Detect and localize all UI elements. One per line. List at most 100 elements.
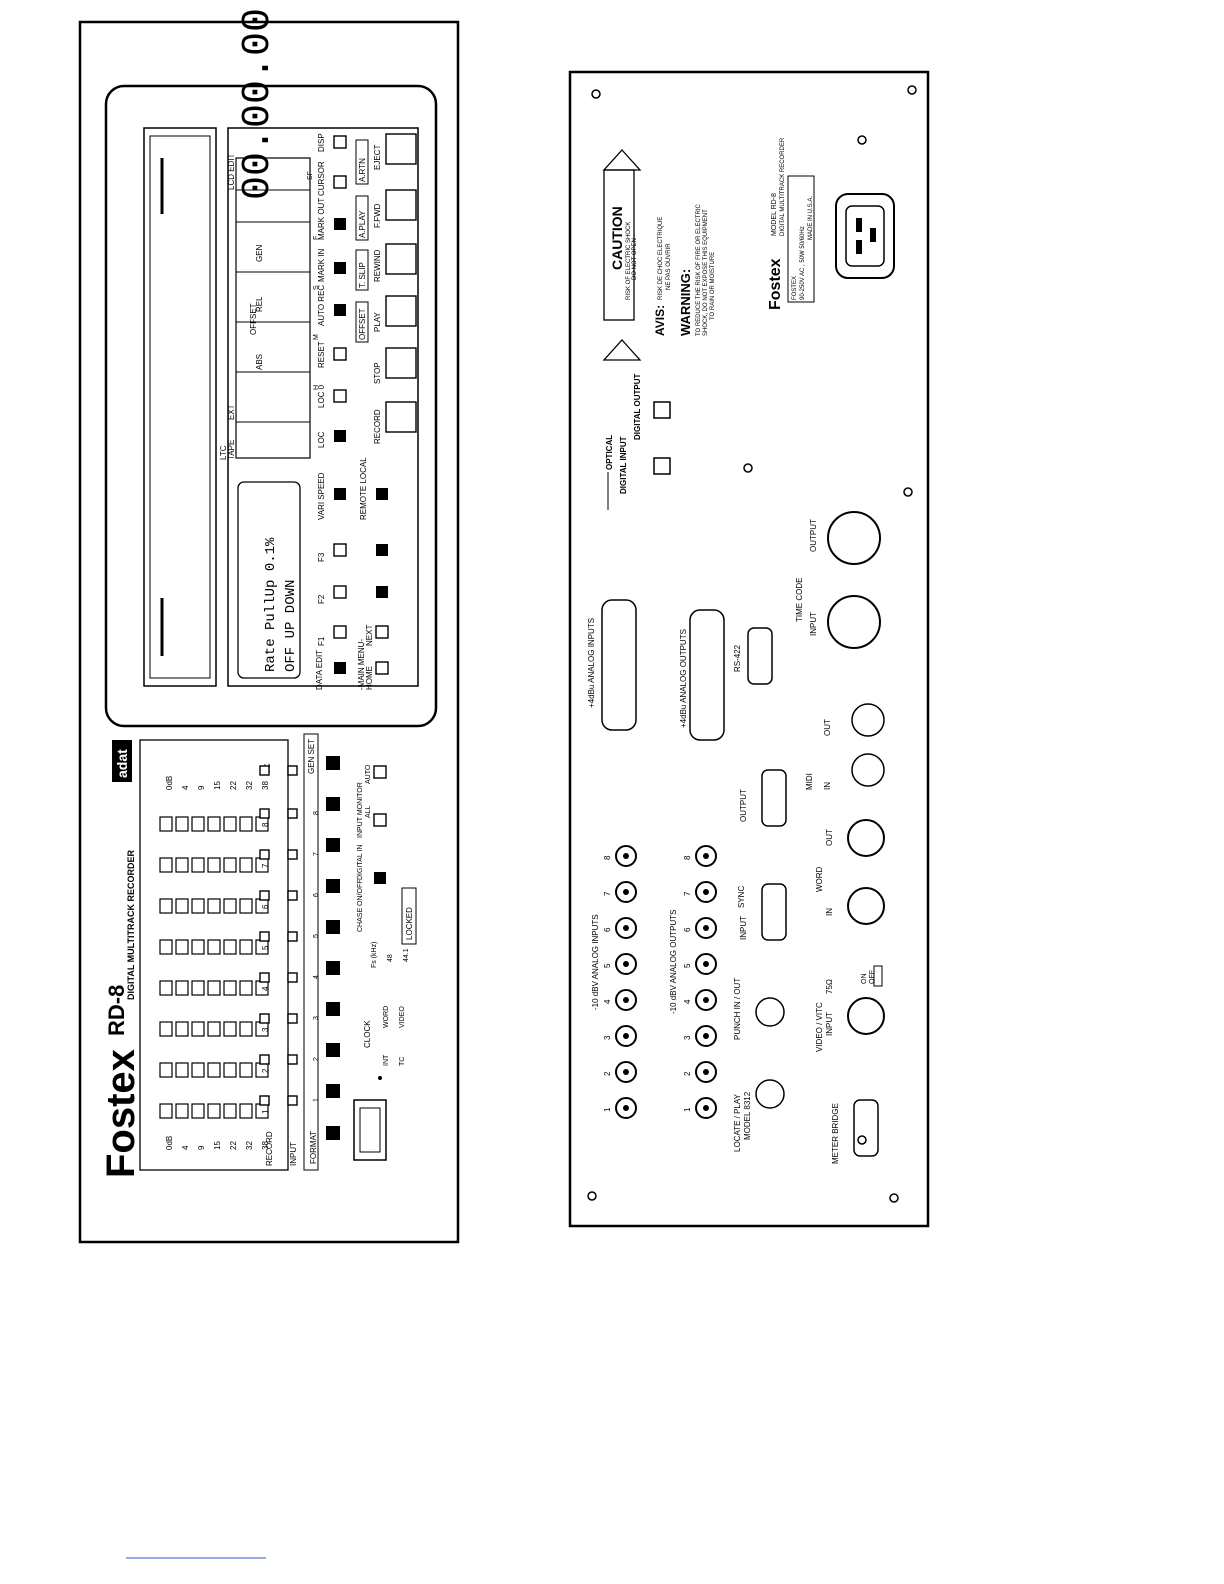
track-button-label-2: 2	[313, 1057, 320, 1061]
minus10-input-jack-7	[615, 881, 637, 903]
time-counter: 00.00.00.00 LTC TAPE EXT ABS OFFSET REL …	[219, 0, 320, 460]
minus10-inputs-label: -10 dBV ANALOG INPUTS	[591, 914, 600, 1010]
input-indicator-7	[287, 849, 298, 860]
track-6-button[interactable]	[326, 879, 340, 893]
auto-button[interactable]	[373, 765, 387, 779]
cursor-button[interactable]	[333, 175, 347, 189]
mark-out-button[interactable]	[334, 218, 346, 230]
all-button[interactable]	[373, 813, 387, 827]
track-button-label-8: 8	[313, 811, 320, 815]
counter-tape-label: TAPE	[227, 440, 236, 460]
minus10-input-jack-3	[615, 1025, 637, 1047]
optical-input-port	[653, 457, 671, 475]
counter-h-label: H	[313, 385, 320, 390]
up-button[interactable]	[376, 586, 388, 598]
mark-in-label: MARK IN	[317, 248, 326, 282]
play-button[interactable]	[385, 295, 417, 327]
a-play-label: A.PLAY	[358, 210, 367, 238]
meter-bridge-connector	[853, 1099, 879, 1157]
rs422-connector	[747, 627, 773, 685]
next-button[interactable]	[375, 625, 389, 639]
f1-label: F1	[317, 636, 326, 646]
fs-44: 44.1	[403, 948, 410, 962]
rear-spec-brand: FOSTEX	[792, 276, 798, 300]
warning-triangle-icon	[602, 149, 642, 171]
input-indicator-8	[287, 808, 298, 819]
f1-button[interactable]	[333, 625, 347, 639]
power-switch[interactable]	[353, 1099, 387, 1161]
loc0-button[interactable]	[333, 389, 347, 403]
minus10-output-number-7: 7	[683, 891, 692, 896]
minus10-outputs-label: -10 dBV ANALOG OUTPUTS	[669, 910, 678, 1014]
punch-jack	[755, 997, 785, 1027]
meter-bar-track-6	[159, 898, 269, 914]
track-button-label-4: 4	[313, 975, 320, 979]
track-button-label-1: 1	[313, 1098, 320, 1102]
minus10-output-jack-1	[695, 1097, 717, 1119]
tc-input-xlr	[827, 595, 881, 649]
screw-icon	[857, 1135, 867, 1145]
reset-button[interactable]	[333, 347, 347, 361]
counter-abs-label: ABS	[255, 354, 264, 370]
digital-in-button[interactable]	[374, 872, 386, 884]
sync-label: SYNC	[737, 886, 746, 908]
clock-word: WORD	[383, 1006, 390, 1028]
meter-scale-right-label: 15	[213, 781, 222, 790]
meter-scale-left-label: 32	[245, 1141, 254, 1150]
plus4-inputs-label: +4dBu ANALOG INPUTS	[587, 618, 596, 708]
gen-set-label: GEN SET	[307, 739, 316, 774]
time-code-label: TIME CODE	[795, 578, 804, 622]
minus10-output-jack-7	[695, 881, 717, 903]
loc-label: LOC	[317, 431, 326, 448]
eject-button[interactable]	[385, 133, 417, 165]
rewind-button[interactable]	[385, 243, 417, 275]
record-indicator-7	[259, 849, 270, 860]
disp-button[interactable]	[333, 135, 347, 149]
track-4-button[interactable]	[326, 961, 340, 975]
word-in-label: IN	[825, 908, 834, 916]
front-panel: 00.00.00.00 LTC TAPE EXT ABS OFFSET REL …	[78, 0, 460, 1244]
record-button[interactable]	[385, 401, 417, 433]
minus10-input-jack-4	[615, 989, 637, 1011]
track-1-button[interactable]	[326, 1084, 340, 1098]
midi-out-label: OUT	[823, 719, 832, 736]
ffwd-button[interactable]	[385, 189, 417, 221]
sync-output-label: OUTPUT	[739, 789, 748, 822]
track-number-7: 7	[261, 863, 270, 868]
counter-gen-label: GEN	[255, 244, 264, 262]
home-button[interactable]	[375, 661, 389, 675]
loc-button[interactable]	[334, 430, 346, 442]
vari-speed-button[interactable]	[334, 488, 346, 500]
track-number-6: 6	[261, 904, 270, 909]
gen-set-button[interactable]	[326, 756, 340, 770]
track-5-button[interactable]	[326, 920, 340, 934]
reset-label: RESET	[317, 341, 326, 368]
track-8-button[interactable]	[326, 797, 340, 811]
minus10-output-jack-5	[695, 953, 717, 975]
minus10-input-number-3: 3	[603, 1035, 612, 1040]
down-button[interactable]	[376, 544, 388, 556]
data-edit-button[interactable]	[334, 662, 346, 674]
front-subtitle: DIGITAL MULTITRACK RECORDER	[126, 850, 136, 1000]
f3-button[interactable]	[333, 543, 347, 557]
meter-scale-left-label: 9	[197, 1145, 206, 1150]
track-7-button[interactable]	[326, 838, 340, 852]
stop-button[interactable]	[385, 347, 417, 379]
track-3-button[interactable]	[326, 1002, 340, 1016]
auto-rec-button[interactable]	[334, 304, 346, 316]
rear-spec-made: MADE IN U.S.A.	[808, 196, 814, 240]
minus10-output-jack-6	[695, 917, 717, 939]
track-2-button[interactable]	[326, 1043, 340, 1057]
f2-button[interactable]	[333, 585, 347, 599]
minus10-output-jack-3	[695, 1025, 717, 1047]
format-button[interactable]	[326, 1126, 340, 1140]
midi-out-port	[851, 703, 885, 737]
remote-local-button[interactable]	[376, 488, 388, 500]
mark-in-button[interactable]	[334, 262, 346, 274]
next-label: NEXT	[365, 625, 374, 646]
warning-label: WARNING:	[678, 269, 693, 336]
fs-48: 48	[387, 954, 394, 962]
switch-on-label: ON	[861, 974, 868, 985]
video-input-label: INPUT	[825, 1012, 834, 1036]
